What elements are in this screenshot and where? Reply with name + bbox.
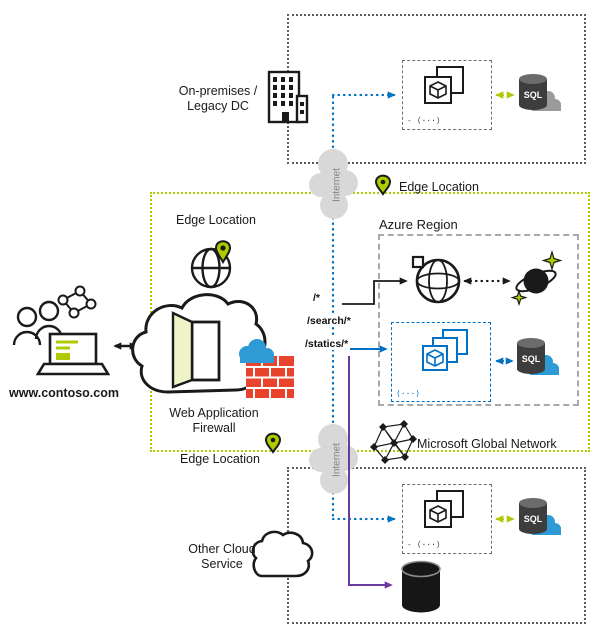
- other-cloud-label: Other Cloud Service: [176, 542, 268, 572]
- location-pin-icon: [214, 240, 232, 265]
- other-cloud-label-line1: Other Cloud: [188, 542, 256, 556]
- onprem-label-line1: On-premises /: [178, 84, 258, 98]
- firewall-cloud-icon: [239, 339, 274, 363]
- edge-location-top-right-label: Edge Location: [399, 180, 479, 194]
- waf-firewall-icon: [239, 339, 294, 398]
- share-molecule-icon: [57, 285, 97, 319]
- onprem-building-icon: [267, 70, 309, 124]
- othercloud-vm-icon: [424, 490, 464, 528]
- onprem-label: On-premises / Legacy DC: [172, 84, 264, 114]
- route-all-connector: [342, 277, 408, 305]
- route-statics-connector: [348, 356, 393, 589]
- other-cloud-icon: [251, 530, 314, 578]
- edge-location-globe-icon: [190, 240, 232, 289]
- private-link-connector: [331, 91, 396, 523]
- laptop-icon: [35, 332, 111, 376]
- route-all-label: /*: [311, 292, 323, 304]
- other-cloud-label-line2: Service: [201, 557, 243, 571]
- edge-location-pin-bottom: [264, 432, 282, 454]
- sql-label-top: SQL: [524, 90, 543, 100]
- waf-label-line1: Web Application: [169, 406, 259, 420]
- othercloud-vm-group-box: [402, 484, 492, 554]
- edge-location-label: Edge Location: [176, 213, 256, 227]
- onprem-vm-icon: [424, 66, 464, 104]
- edge-location-bottom-label: Edge Location: [178, 452, 262, 467]
- azure-region-title: Azure Region: [379, 217, 458, 232]
- onprem-label-line2: Legacy DC: [187, 99, 249, 113]
- azure-vm-icon: [422, 329, 468, 371]
- blob-storage-icon: [401, 560, 441, 613]
- global-network-label: Microsoft Global Network: [417, 437, 557, 451]
- sql-label-azure: SQL: [522, 354, 541, 364]
- door-frame: [190, 320, 221, 382]
- sql-db-othercloud-icon: SQL: [519, 498, 561, 535]
- vm-meta-top: - ⟨···⟩: [407, 116, 441, 125]
- sql-db-onprem-icon: SQL: [519, 74, 561, 111]
- vm-meta-azure: ⟨···⟩: [396, 389, 421, 398]
- azure-vm-group-box: [391, 322, 491, 402]
- cosmos-db-icon: [510, 249, 563, 307]
- vm-meta-bottom: - ⟨···⟩: [407, 540, 441, 549]
- sql-db-azure-icon: SQL: [517, 338, 559, 375]
- internet-cloud-top: [309, 149, 358, 219]
- contoso-label: www.contoso.com: [9, 386, 119, 400]
- door-leaf: [171, 311, 194, 389]
- app-service-globe-icon: [411, 255, 461, 304]
- waf-label: Web Application Firewall: [158, 406, 270, 436]
- waf-label-line2: Firewall: [192, 421, 236, 435]
- front-door-icon: [131, 293, 267, 394]
- internet-top-label: Internet: [332, 168, 343, 202]
- edge-location-pin-top-right: [374, 174, 392, 196]
- internet-bottom-label: Internet: [332, 443, 343, 477]
- sparkle-icon: [541, 249, 563, 272]
- onprem-vm-group-box: [402, 60, 492, 130]
- sql-label-bottom: SQL: [524, 514, 543, 524]
- internet-cloud-bottom: [309, 424, 358, 494]
- sparkle-icon: [510, 289, 528, 307]
- global-network-icon: [370, 420, 417, 464]
- route-statics-label: /statics/*: [303, 338, 351, 350]
- users-icon: [12, 285, 111, 376]
- route-search-label: /search/*: [305, 315, 353, 327]
- azure-region-box: [378, 234, 579, 406]
